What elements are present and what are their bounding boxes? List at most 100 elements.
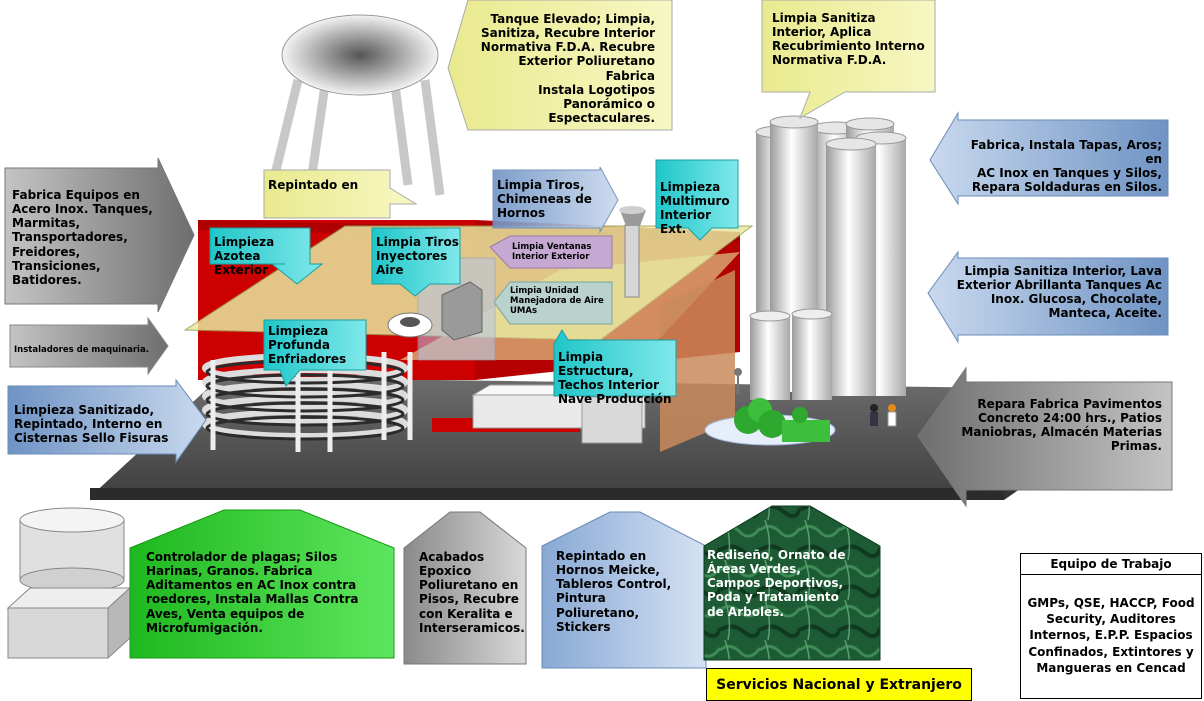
tapas-arrow [929, 111, 1169, 206]
sanitiza-line: Limpia Sanitiza Interior, Lava [964, 264, 1162, 278]
pavimentos-line: Primas. [1110, 439, 1162, 454]
equipo-trabajo-box: Equipo de Trabajo GMPs, QSE, HACCP, Food… [1020, 553, 1202, 699]
silo-line: Limpia Sanitiza [772, 11, 876, 25]
instaladores-arrow [9, 316, 169, 376]
fabrica-line: Transportadores, [12, 230, 128, 245]
hornos-line: Repintado en [556, 549, 647, 563]
cisternas-arrow [7, 378, 207, 464]
hornos-line: Hornos Meicke, [556, 563, 660, 578]
plagas-line: Controlador de plagas; Silos [146, 550, 338, 564]
rediseno-line: Campos Deportivos, [707, 576, 844, 591]
inyectores-callout-shape [371, 227, 461, 297]
uma-line: Manejadora de Aire [510, 296, 604, 307]
coil-posts [210, 352, 413, 452]
uma-line: Limpia Unidad [510, 286, 579, 296]
silos [749, 115, 907, 400]
ventanas-line: Interior Exterior [512, 252, 590, 263]
plagas-house [129, 509, 395, 659]
pavimentos-label: Repara Fabrica Pavimentos Concreto 24:00… [955, 397, 1162, 454]
tanque-line: Normativa F.D.A. Recubre [480, 40, 655, 55]
enfriadores-callout-shape [263, 319, 367, 387]
fabrica-line: Marmitas, [12, 216, 81, 231]
pavimentos-line: Maniobras, Almacén Materias [961, 425, 1162, 440]
sanitiza-line: Manteca, Aceite. [1048, 306, 1163, 321]
plagas-line: Microfumigación. [146, 620, 263, 635]
chimeneas-line: Limpia Tiros, [497, 178, 585, 192]
estructura-line: Limpia Estructura, [558, 350, 634, 379]
silo-interior-label: Limpia Sanitiza Interior, Aplica Recubri… [772, 11, 932, 68]
enfriadores-line: Enfriadores [268, 352, 347, 367]
repintado-line: Repintado en [268, 178, 359, 192]
rediseno-house [703, 505, 881, 661]
plagas-line: Aves, Venta equipos de [146, 606, 305, 621]
tanque-line: Exterior Poliuretano Fabrica [518, 54, 655, 83]
plagas-line: roedores, Instala Mallas Contra [146, 592, 359, 607]
box-icon [6, 586, 132, 660]
plagas-line: Harinas, Granos. Fabrica [146, 564, 313, 579]
tanque-line: Tanque Elevado; Limpia, [490, 12, 655, 26]
cisternas-line: Limpieza Sanitizado, [14, 403, 155, 417]
chimeneas-label: Limpia Tiros, Chimeneas de Hornos [497, 178, 607, 220]
equipo-title: Equipo de Trabajo [1021, 554, 1201, 575]
enfriadores-line: Limpieza [268, 324, 329, 338]
silo-line: Recubrimiento Interno [772, 39, 925, 54]
epoxico-line: Interseramicos. [419, 620, 525, 635]
hornos-line: Pintura [556, 591, 606, 606]
tanque-line: Sanitiza, Recubre Interior [481, 26, 655, 41]
sanitiza-line: Inox. Glucosa, Chocolate, [990, 292, 1162, 307]
fabrica-line: Acero Inox. Tanques, [12, 202, 153, 217]
rediseno-line: Áreas Verdes, [707, 562, 801, 577]
hornos-line: Tableros Control, [556, 577, 672, 592]
silo-line: Interior, Aplica [772, 25, 872, 40]
fabrica-equipos-arrow [4, 157, 195, 313]
uma-label: Limpia Unidad Manejadora de Aire UMAs [510, 286, 612, 316]
azotea-line: Limpieza Azotea [214, 235, 275, 264]
enfriadores-line: Profunda [268, 338, 330, 353]
elevated-tank-illustration [265, 14, 445, 197]
tanque-line: Instala Logotipos [538, 82, 655, 97]
pavimentos-arrow [917, 366, 1173, 508]
chimeneas-callout-shape [492, 166, 619, 234]
estructura-line: Nave Producción [558, 392, 672, 407]
plagas-label: Controlador de plagas; Silos Harinas, Gr… [146, 550, 392, 635]
epoxico-house [403, 511, 527, 665]
pavimentos-line: Repara Fabrica Pavimentos [977, 397, 1162, 411]
multimuro-line: Multimuro [660, 194, 730, 209]
ventanas-callout-shape [489, 235, 613, 269]
tapas-label: Fabrica, Instala Tapas, Aros; en AC Inox… [955, 138, 1162, 195]
inyectores-line: Limpia Tiros [376, 235, 459, 249]
repintado-callout-shape [263, 169, 418, 219]
fabrica-line: Freidores, [12, 244, 81, 259]
tanque-elevado-label: Tanque Elevado; Limpia, Sanitiza, Recubr… [470, 12, 655, 125]
rediseno-line: Rediseño, Ornato de [707, 548, 846, 562]
sanitiza-lava-label: Limpia Sanitiza Interior, Lava Exterior … [955, 264, 1162, 321]
silo-line: Normativa F.D.A. [772, 53, 887, 68]
inyectores-label: Limpia Tiros Inyectores Aire [376, 235, 462, 277]
ventanas-line: Limpia Ventanas [512, 242, 592, 252]
plagas-line: Aditamentos en AC Inox contra [146, 578, 357, 593]
tanque-line: Panorámico o [563, 96, 655, 111]
tapas-line: AC Inox en Tanques y Silos, [977, 166, 1162, 181]
sanitiza-line: Exterior Abrillanta Tanques Ac [956, 278, 1162, 293]
rediseno-line: de Arboles. [707, 604, 784, 619]
estructura-label: Limpia Estructura, Techos Interior Nave … [558, 350, 678, 407]
cisternas-line: Cisternas Sello Fisuras [14, 431, 169, 446]
chimeneas-line: Hornos [497, 206, 546, 221]
rediseno-label: Rediseño, Ornato de Áreas Verdes, Campos… [707, 548, 879, 619]
tank-callout-shape [447, 0, 673, 131]
hornos-line: Poliuretano, [556, 605, 640, 620]
pavimentos-line: Concreto 24:00 hrs., Patios [977, 411, 1162, 426]
fabrica-line: Transiciones, [12, 258, 101, 273]
uma-line: UMAs [510, 306, 537, 317]
equipo-body: GMPs, QSE, HACCP, Food Security, Auditor… [1027, 596, 1195, 675]
repintado-label: Repintado en [268, 178, 388, 192]
ventanas-label: Limpia Ventanas Interior Exterior [512, 242, 612, 262]
fabrica-equipos-label: Fabrica Equipos en Acero Inox. Tanques, … [12, 188, 162, 287]
multimuro-line: Limpieza [660, 180, 721, 194]
tanque-line: Espectaculares. [548, 111, 655, 126]
sanitiza-arrow [927, 250, 1169, 344]
inyectores-line: Aire [376, 263, 404, 278]
cisternas-label: Limpieza Sanitizado, Repintado, Interno … [14, 403, 184, 445]
epoxico-line: Acabados [419, 550, 485, 564]
